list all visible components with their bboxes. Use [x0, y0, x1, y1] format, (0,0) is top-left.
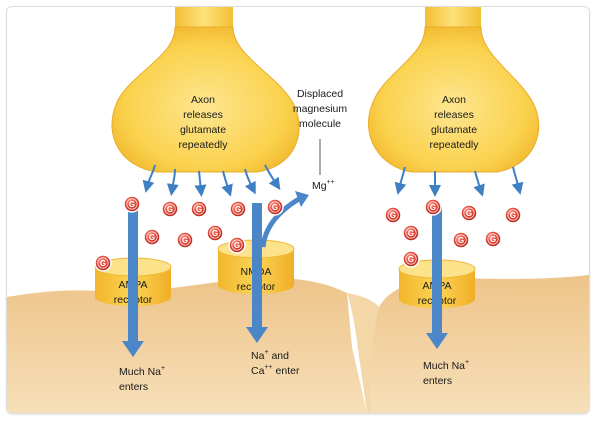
- synaptic-cleft-gap: [347, 293, 379, 413]
- glutamate-molecule-icon: G: [123, 195, 141, 213]
- glutamate-letter: G: [234, 241, 240, 250]
- glutamate-letter: G: [510, 211, 516, 220]
- glutamate-letter: G: [149, 233, 155, 242]
- magnesium-label-2: magnesium: [293, 103, 348, 115]
- flow-arrow-icon: [166, 168, 179, 196]
- glutamate-letter: G: [100, 259, 106, 268]
- flow-arrow-icon: [142, 164, 156, 193]
- glutamate-molecule-icon: G: [452, 231, 470, 249]
- left-axon-label-4: repeatedly: [178, 139, 228, 151]
- glutamate-molecule-icon: G: [460, 204, 478, 222]
- flow-arrow-icon: [473, 170, 485, 197]
- glutamate-letter: G: [196, 205, 202, 214]
- flow-arrow-icon: [295, 191, 309, 207]
- right-axon-label-3: glutamate: [431, 124, 477, 136]
- left-release-arrows: [142, 164, 281, 197]
- glutamate-molecule-icon: G: [402, 250, 420, 268]
- left-ampa-output-2: enters: [119, 381, 148, 393]
- glutamate-letter: G: [167, 205, 173, 214]
- magnesium-symbol: Mg++: [312, 179, 335, 192]
- right-axon-terminal: [368, 7, 540, 173]
- flow-arrow-icon: [244, 168, 256, 195]
- glutamate-letter: G: [235, 205, 241, 214]
- magnesium-label-3: molecule: [299, 118, 341, 130]
- glutamate-letter: G: [408, 255, 414, 264]
- glutamate-letter: G: [272, 203, 278, 212]
- right-axon-label-4: repeatedly: [429, 139, 479, 151]
- glutamate-molecule-icon: G: [228, 236, 246, 254]
- nmda-output-2: Ca++ enter: [251, 364, 300, 377]
- magnesium-label-1: Displaced: [297, 88, 343, 100]
- glutamate-letter: G: [182, 236, 188, 245]
- flow-arrow-icon: [128, 203, 138, 341]
- glutamate-letter: G: [466, 209, 472, 218]
- flow-arrow-icon: [194, 170, 207, 197]
- left-axon-label-3: glutamate: [180, 124, 226, 136]
- flow-arrow-icon: [432, 207, 442, 333]
- left-axon-label-2: releases: [183, 109, 223, 121]
- glutamate-letter: G: [458, 236, 464, 245]
- diagram-frame: Axon releases glutamate repeatedly Axon …: [6, 6, 590, 414]
- glutamate-molecule-icon: G: [143, 228, 161, 246]
- right-axon-label-2: releases: [434, 109, 474, 121]
- glutamate-molecule-icon: G: [504, 206, 522, 224]
- glutamate-molecule-icon: G: [424, 198, 442, 216]
- glutamate-letter: G: [408, 229, 414, 238]
- flow-arrow-icon: [221, 170, 233, 197]
- right-axon-label-1: Axon: [442, 94, 466, 106]
- flow-arrow-icon: [252, 203, 262, 327]
- glutamate-molecules: G G G G G G G G G G G G G G G G G G: [94, 195, 522, 272]
- flow-arrow-icon: [264, 164, 281, 190]
- nmda-output-1: Na+ and: [251, 349, 289, 362]
- glutamate-molecule-icon: G: [161, 200, 179, 218]
- glutamate-letter: G: [430, 203, 436, 212]
- glutamate-molecule-icon: G: [176, 231, 194, 249]
- left-ampa-output-1: Much Na+: [119, 365, 165, 378]
- synapse-diagram: Axon releases glutamate repeatedly Axon …: [7, 7, 589, 413]
- ion-channel-arrows: [122, 203, 448, 357]
- glutamate-molecule-icon: G: [266, 198, 284, 216]
- glutamate-molecule-icon: G: [484, 230, 502, 248]
- left-axon-label-1: Axon: [191, 94, 215, 106]
- postsynaptic-tissue-left: [7, 277, 367, 413]
- postsynaptic-tissue-right: [367, 275, 589, 413]
- right-release-arrows: [394, 166, 524, 197]
- glutamate-letter: G: [212, 229, 218, 238]
- glutamate-letter: G: [129, 200, 135, 209]
- magnesium-escape-arrow: [260, 196, 301, 248]
- glutamate-molecule-icon: G: [402, 224, 420, 242]
- glutamate-molecule-icon: G: [206, 224, 224, 242]
- flow-arrow-icon: [511, 166, 524, 195]
- left-axon-terminal: [111, 7, 300, 173]
- right-ampa-output-2: enters: [423, 375, 452, 387]
- glutamate-molecule-icon: G: [94, 254, 112, 272]
- glutamate-letter: G: [490, 235, 496, 244]
- glutamate-letter: G: [390, 211, 396, 220]
- right-ampa-output-1: Much Na+: [423, 359, 469, 372]
- glutamate-molecule-icon: G: [229, 200, 247, 218]
- flow-arrow-icon: [394, 166, 407, 195]
- glutamate-molecule-icon: G: [190, 200, 208, 218]
- glutamate-molecule-icon: G: [384, 206, 402, 224]
